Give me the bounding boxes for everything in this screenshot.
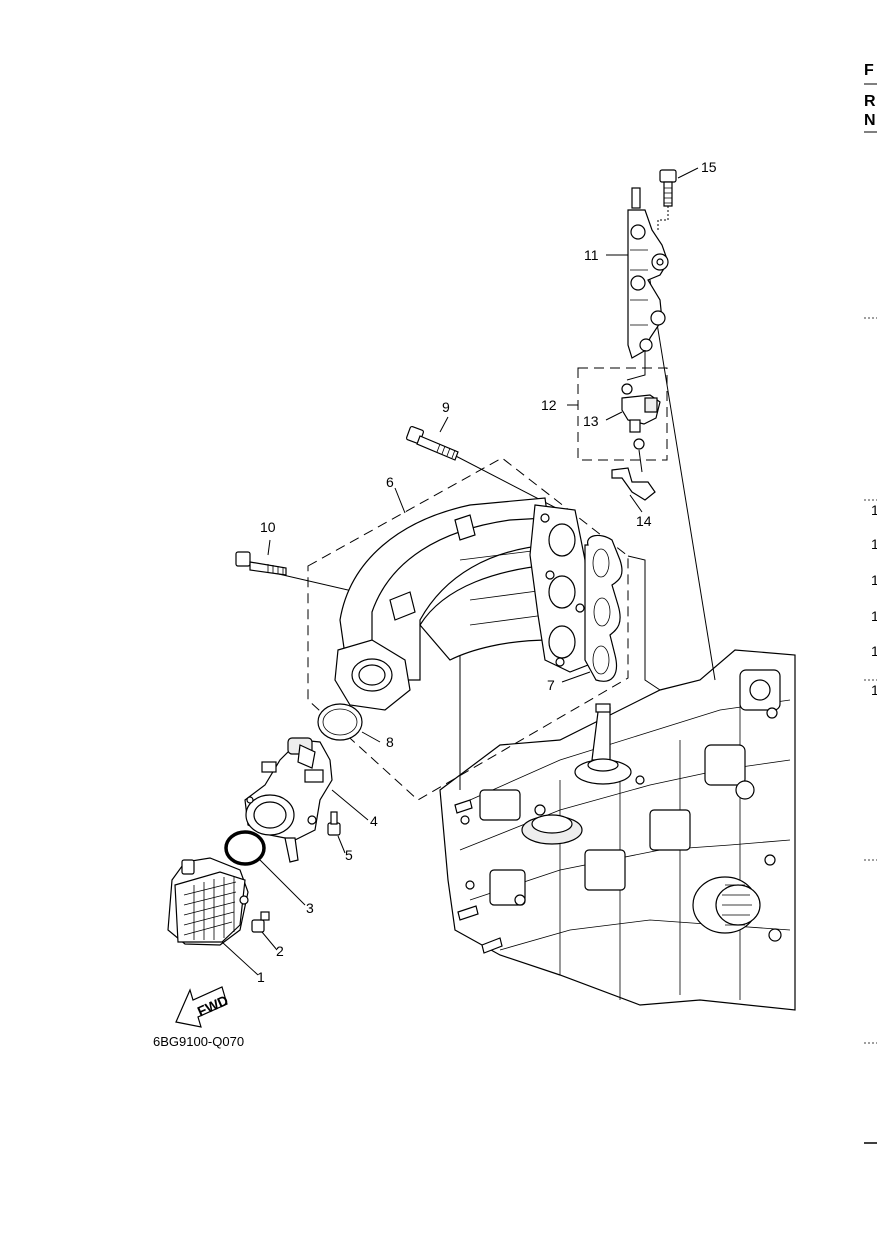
callout-2: 2 [276,943,284,959]
callout-11: 11 [584,247,599,263]
edge-number-2: 1 [871,536,877,552]
callout-9: 9 [442,399,450,415]
right-edge-column: F R N 1 1 1 1 1 1 [864,62,877,1144]
fwd-label: FWD [195,992,231,1020]
callout-3: 3 [306,900,314,916]
edge-number-1: 1 [871,502,877,518]
bolt-9 [405,425,459,461]
bolt-2 [251,911,270,933]
pressure-sensor [621,350,661,473]
throttle-body [244,737,333,863]
callout-labels: 1 2 3 4 5 6 7 8 9 10 11 12 13 14 15 [257,159,717,985]
bolt-15 [657,169,677,230]
fuel-rail [627,187,669,359]
edge-letter-r: R [864,93,876,110]
callout-leaders [221,167,699,976]
sensor-assembly-outline [577,367,668,461]
callout-1: 1 [257,969,265,985]
o-ring-8 [317,703,363,741]
edge-number-4: 1 [871,608,877,624]
edge-letter-f: F [864,62,874,79]
edge-number-3: 1 [871,572,877,588]
callout-13: 13 [583,413,599,429]
intake-silencer [167,857,249,946]
engine-block [439,649,796,1011]
callout-5: 5 [345,847,353,863]
callout-8: 8 [386,734,394,750]
callout-15: 15 [701,159,717,175]
bolt-10 [235,551,287,576]
callout-14: 14 [636,513,652,529]
callout-12: 12 [541,397,557,413]
edge-number-6: 1 [871,682,877,698]
callout-7: 7 [547,677,555,693]
diagram-code: 6BG9100-Q070 [153,1034,244,1049]
intake-manifold [334,497,589,711]
fwd-arrow: FWD [175,986,231,1028]
edge-number-5: 1 [871,643,877,659]
edge-letter-n: N [864,112,876,129]
o-ring-3 [224,830,266,866]
callout-10: 10 [260,519,276,535]
bolt-5 [327,811,341,836]
intake-assembly-outline [307,457,629,801]
clamp-14 [611,467,656,501]
gasket-7 [584,534,623,682]
callout-6: 6 [386,474,394,490]
callout-4: 4 [370,813,378,829]
